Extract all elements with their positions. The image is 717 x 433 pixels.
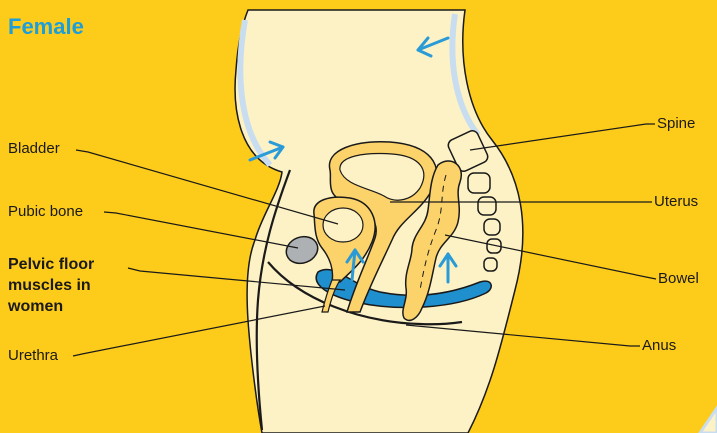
leader-spine [470,124,655,150]
label-uterus: Uterus [654,193,698,210]
label-urethra: Urethra [8,347,58,364]
label-bowel: Bowel [658,270,699,287]
label-pubic-bone: Pubic bone [8,203,83,220]
label-pelvic-floor-line2: muscles in [8,275,91,296]
label-bladder: Bladder [8,140,60,157]
bladder-inner [323,208,363,242]
label-anus: Anus [642,337,676,354]
label-spine: Spine [657,115,695,132]
label-pelvic-floor-line3: women [8,296,63,317]
label-pelvic-floor-line1: Pelvic floor [8,254,94,275]
page-title: Female [8,14,84,40]
skin-edge-corner [700,408,717,433]
